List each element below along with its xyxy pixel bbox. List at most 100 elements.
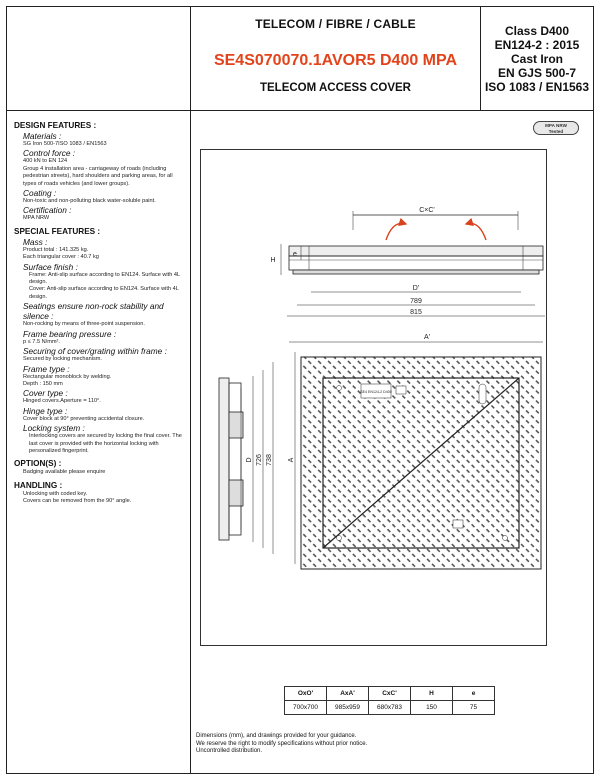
spec-material: Cast Iron bbox=[510, 52, 563, 66]
pressure-text: p ≤ 7.5 N/mm². bbox=[23, 338, 60, 345]
note-dimensions: Dimensions (mm), and drawings provided f… bbox=[196, 733, 357, 739]
bolt-hole-br bbox=[502, 535, 508, 541]
plan-view: SE4 EN124-2 D400 bbox=[300, 356, 542, 570]
d-label: D bbox=[246, 457, 253, 462]
mpa-nrw-badge: MPA NRW Tested bbox=[533, 121, 579, 135]
cell-cxc: 680x783 bbox=[368, 700, 411, 715]
section-view bbox=[280, 211, 545, 317]
product-category: TELECOM / FIBRE / CABLE bbox=[255, 17, 416, 31]
certification-label: Certification : bbox=[23, 205, 72, 216]
cell-axa: 985x959 bbox=[326, 700, 369, 715]
cover-split-line bbox=[322, 377, 520, 549]
options-text: Badging available please enquire bbox=[23, 469, 106, 476]
coating-text: Non-toxic and non-polluting black water-… bbox=[23, 198, 156, 205]
opening-arrow-right bbox=[464, 217, 487, 241]
badge-line2: Tested bbox=[548, 128, 564, 134]
frame-body bbox=[288, 255, 544, 271]
product-title: TELECOM ACCESS COVER bbox=[259, 82, 411, 94]
logo-area bbox=[7, 7, 191, 111]
badge-line1: MPA NRW bbox=[545, 123, 567, 128]
seatings-text: Non-rocking by means of three-point susp… bbox=[23, 321, 145, 328]
header-center: TELECOM / FIBRE / CABLE SE4S070070.1AVOR… bbox=[191, 7, 481, 111]
header: TELECOM / FIBRE / CABLE SE4S070070.1AVOR… bbox=[7, 7, 593, 111]
control-force-label: Control force : bbox=[23, 148, 76, 159]
lifting-keyhole bbox=[478, 383, 487, 405]
securing-label: Securing of cover/grating within frame : bbox=[23, 346, 167, 357]
logo-plate-top bbox=[395, 385, 407, 395]
options-heading: OPTION(S) : bbox=[14, 459, 62, 469]
cell-e: 75 bbox=[452, 700, 495, 715]
handling-removal: Covers can be removed from the 90° angle… bbox=[23, 498, 132, 505]
header-h: H bbox=[410, 686, 453, 701]
technical-drawing: C×C' e H D' 789 815 bbox=[200, 149, 547, 646]
features-column: DESIGN FEATURES : Materials : SG Iron 50… bbox=[7, 111, 191, 773]
spec-iso: ISO 1083 / EN1563 bbox=[484, 80, 590, 94]
a-prime-label: A' bbox=[424, 334, 430, 341]
hinge-text: Cover block at 90° preventing accidental… bbox=[23, 415, 145, 422]
plate-text: SE4 EN124-2 D400 bbox=[360, 390, 392, 394]
w815-label: 815 bbox=[410, 309, 422, 316]
cell-oxo: 700x700 bbox=[284, 700, 327, 715]
handling-heading: HANDLING : bbox=[14, 480, 63, 490]
locking-label: Locking system : bbox=[23, 423, 85, 434]
header-oxo: OxO' bbox=[284, 686, 327, 701]
cell-h: 150 bbox=[410, 700, 453, 715]
bolt-hole-bl bbox=[336, 535, 342, 541]
header-axa: AxA' bbox=[326, 686, 369, 701]
datasheet-page: TELECOM / FIBRE / CABLE SE4S070070.1AVOR… bbox=[6, 6, 594, 774]
pressure-label: Frame bearing pressure : bbox=[23, 328, 117, 339]
bolt-hole-tl bbox=[336, 385, 342, 391]
frame-depth-text: Depth : 150 mm bbox=[23, 380, 63, 387]
surface-label: Surface finish : bbox=[23, 261, 78, 272]
cover-top-band bbox=[288, 245, 544, 257]
product-reference: SE4S070070.1AVOR5 D400 MPA bbox=[213, 52, 458, 69]
mass-total: Product total : 141.325 kg. bbox=[23, 246, 89, 253]
handling-unlock: Unlocking with coded key. bbox=[23, 490, 88, 497]
frame-type-text: Rectangular monoblock by welding. bbox=[23, 373, 112, 380]
table-header-row: OxO' AxA' CxC' H e bbox=[284, 686, 495, 701]
a-label: A bbox=[288, 457, 295, 462]
h-label: H bbox=[270, 257, 275, 264]
design-features-heading: DESIGN FEATURES : bbox=[14, 121, 97, 130]
locking-text: Interlocking covers are secured by locki… bbox=[29, 433, 182, 454]
mass-label: Mass : bbox=[23, 236, 48, 247]
surface-frame: Frame: Anti-slip surface according to EN… bbox=[29, 271, 180, 286]
footer-notes: Dimensions (mm), and drawings provided f… bbox=[196, 733, 367, 756]
certification-text: MPA NRW bbox=[23, 215, 50, 222]
spec-grade: EN GJS 500-7 bbox=[497, 66, 577, 80]
frame-type-label: Frame type : bbox=[23, 363, 70, 374]
d-prime-label: D' bbox=[413, 285, 419, 292]
cxc-label: C×C' bbox=[419, 207, 435, 214]
drawing-svg: C×C' e H D' 789 815 bbox=[218, 207, 545, 570]
control-force-text: 400 kN to EN 124 bbox=[23, 158, 68, 165]
plan-dimensions bbox=[252, 341, 543, 564]
table-row: 700x700 985x959 680x783 150 75 bbox=[284, 700, 495, 715]
note-modifications: We reserve the right to modify specifica… bbox=[196, 740, 368, 747]
cover-type-text: Hinged covers.Aperture = 110°. bbox=[23, 398, 101, 405]
w726-label: 726 bbox=[256, 454, 263, 466]
logo-plate-bottom bbox=[452, 519, 464, 529]
drawing-column: MPA NRW Tested bbox=[192, 111, 593, 773]
dimensions-table: OxO' AxA' CxC' H e 700x700 985x959 680x7… bbox=[284, 686, 495, 715]
spec-standard: EN124-2 : 2015 bbox=[494, 38, 580, 52]
w738-label: 738 bbox=[266, 454, 273, 466]
note-distribution: Uncontrolled distribution. bbox=[196, 748, 263, 755]
cover-type-label: Cover type : bbox=[23, 388, 68, 399]
special-features-heading: SPECIAL FEATURES : bbox=[14, 226, 101, 236]
control-force-detail: Group 4 installation area - carriageway … bbox=[23, 165, 173, 187]
product-plate bbox=[360, 383, 392, 399]
securing-text: Secured by locking mechanism. bbox=[23, 356, 102, 363]
header-cxc: CxC' bbox=[368, 686, 411, 701]
hinge-label: Hinge type : bbox=[23, 405, 68, 416]
header-e: e bbox=[452, 686, 495, 701]
mass-cover: Each triangular cover : 40.7 kg bbox=[23, 254, 99, 261]
opening-arrow-left bbox=[385, 217, 408, 241]
w789-label: 789 bbox=[410, 298, 422, 305]
header-specs: Class D400 EN124-2 : 2015 Cast Iron EN G… bbox=[481, 7, 593, 111]
surface-cover: Cover: Anti-slip surface according to EN… bbox=[29, 286, 179, 300]
coating-label: Coating : bbox=[23, 188, 57, 199]
spec-class: Class D400 bbox=[504, 24, 570, 38]
side-profile-view bbox=[218, 377, 244, 541]
seatings-label: Seatings ensure non-rock stability and s… bbox=[23, 301, 164, 322]
e-label: e bbox=[293, 251, 297, 258]
